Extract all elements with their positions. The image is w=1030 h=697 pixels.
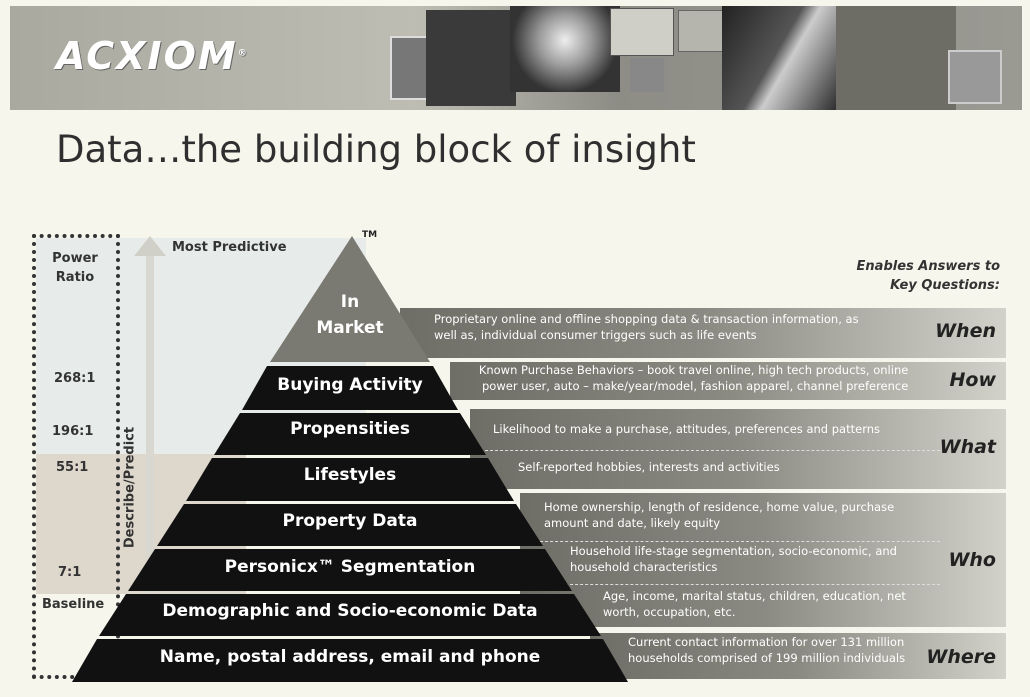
layer-label-buying-activity: Buying Activity [277,375,423,395]
layer-description: Current contact information for over 131… [628,634,905,666]
description-line: household characteristics [570,560,718,574]
layer-label-line: Market [316,318,384,338]
question-when: When [935,320,996,342]
up-arrow-icon [134,236,166,594]
banner-photo-tile [948,50,1002,104]
power-ratio-header-line1: Power [52,251,98,266]
description-line: households comprised of 199 million indi… [628,651,906,665]
layer-label-in-market: In Market [300,289,400,341]
layer-description: Age, income, marital status, children, e… [603,588,906,620]
who-separator [540,541,940,542]
banner-photo-tile [630,58,664,92]
pyramid-layer-in-market [270,236,430,362]
power-ratio-value: 55:1 [56,460,89,475]
description-bar-how [450,362,1006,400]
who-separator [560,584,940,585]
description-line: Known Purchase Behaviors – book travel o… [478,363,909,377]
description-bar-when [400,308,1006,358]
power-ratio-header: Power Ratio [40,249,110,287]
description-line: Self-reported hobbies, interests and act… [518,460,780,474]
description-line: worth, occupation, etc. [603,605,736,619]
power-ratio-value: 7:1 [58,565,82,580]
layer-label-line: In [340,292,360,312]
banner-photo-tile [426,10,516,106]
banner-photo-tile [610,8,674,56]
description-line: amount and date, likely equity [544,516,721,530]
banner-photo-tile [836,6,956,110]
question-what: What [939,436,996,458]
enables-answers-line1: Enables Answers to [856,259,1000,274]
enables-answers-line2: Key Questions: [890,278,1000,293]
acxiom-logo: ACXIOM® [56,34,249,78]
layer-description: Self-reported hobbies, interests and act… [518,459,780,475]
pyramid-layer-lifestyles [186,458,514,501]
description-bar-where [590,633,1006,679]
description-bar-what [470,409,1006,489]
layer-description: Known Purchase Behaviors – book travel o… [470,362,909,394]
description-line: well as, individual consumer triggers su… [434,328,757,342]
pyramid-layer-propensities [214,413,486,455]
description-bar-who [520,493,1006,627]
power-ratio-header-line2: Ratio [55,270,95,285]
layer-label-personicx: Personicx™ Segmentation [224,557,476,577]
what-separator [480,450,940,451]
question-how: How [949,369,996,391]
layer-description: Likelihood to make a purchase, attitudes… [493,421,880,437]
description-line: Household life-stage segmentation, socio… [570,544,897,558]
pyramid-layer-demographic [99,594,601,636]
baseline-label: Baseline [40,597,107,612]
enables-answers-label: Enables Answers to Key Questions: [857,257,1000,295]
most-predictive-label: Most Predictive [172,240,287,255]
power-ratio-value: 268:1 [54,371,96,386]
description-line: Home ownership, length of residence, hom… [544,500,895,514]
pyramid-layer-buying-activity [242,366,458,410]
trademark-mark: TM [362,230,378,240]
banner-photo-tile [722,6,842,110]
description-line: power user, auto – make/year/model, fash… [482,379,909,393]
page-title: Data…the building block of insight [56,128,696,171]
question-where: Where [926,646,996,668]
description-line: Likelihood to make a purchase, attitudes… [493,422,880,436]
question-who: Who [948,549,996,571]
banner-photo-tile [678,10,730,52]
pyramid-layer-property-data [157,504,543,546]
power-ratio-value: 196:1 [52,424,94,439]
description-line: Age, income, marital status, children, e… [603,589,906,603]
layer-label-propensities: Propensities [290,419,410,439]
layer-description: Household life-stage segmentation, socio… [570,543,897,575]
layer-label-lifestyles: Lifestyles [303,465,397,485]
layer-description: Proprietary online and offline shopping … [434,311,859,343]
pyramid-layer-personicx [128,549,572,591]
layer-label-property-data: Property Data [282,511,418,531]
layer-label-demographic: Demographic and Socio-economic Data [162,601,538,621]
header-banner: ACXIOM® [10,6,1022,110]
layer-description: Home ownership, length of residence, hom… [544,499,894,531]
banner-photo-tile [510,6,620,92]
description-line: Proprietary online and offline shopping … [434,312,859,326]
pyramid-layer-contact [72,639,628,682]
description-line: Current contact information for over 131… [628,635,905,649]
layer-label-contact: Name, postal address, email and phone [159,647,541,667]
